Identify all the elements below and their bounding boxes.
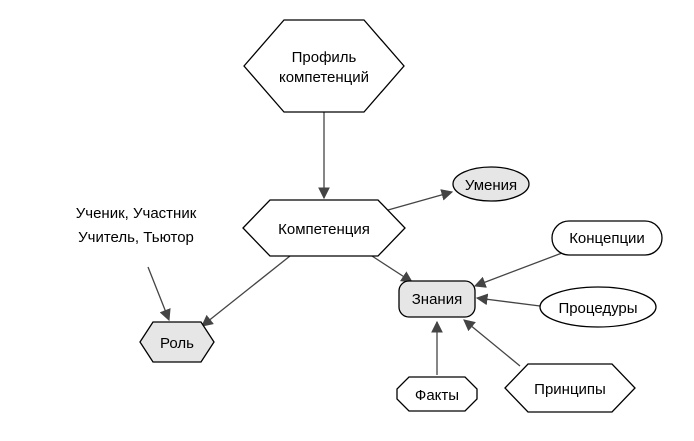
edge-annotation-role xyxy=(147,266,171,322)
node-concepts: Концепции xyxy=(551,220,663,256)
profile-hexagon xyxy=(243,19,405,113)
edge-competence-skills xyxy=(387,189,454,211)
node-principles: Принципы xyxy=(504,363,636,413)
facts-octagon xyxy=(396,376,478,412)
edge-principles-knowledge xyxy=(463,319,521,367)
role-examples-annotation: Ученик, Участник Учитель, Тьютор xyxy=(40,202,232,250)
skills-ellipse xyxy=(452,166,530,202)
node-knowledge: Знания xyxy=(398,280,476,318)
knowledge-label: Знания xyxy=(412,291,462,308)
role-label: Роль xyxy=(160,335,194,352)
role-examples-line2: Учитель, Тьютор xyxy=(78,229,194,246)
knowledge-box xyxy=(398,280,476,318)
procedures-label: Процедуры xyxy=(558,300,637,317)
node-procedures: Процедуры xyxy=(539,286,657,328)
concepts-label: Концепции xyxy=(569,230,645,247)
node-role: Роль xyxy=(139,321,215,363)
edge-competence-knowledge xyxy=(371,255,413,283)
profile-label-line1: Профиль xyxy=(292,49,357,66)
node-facts: Факты xyxy=(396,376,478,412)
edges xyxy=(147,112,563,375)
competence-hexagon xyxy=(242,199,406,257)
facts-label: Факты xyxy=(415,387,459,404)
edge-competence-role xyxy=(201,255,291,327)
principles-label: Принципы xyxy=(534,381,606,398)
profile-label-line2: компетенций xyxy=(279,69,369,86)
node-skills: Умения xyxy=(452,166,530,202)
role-examples-line1: Ученик, Участник xyxy=(75,205,197,222)
procedures-ellipse xyxy=(539,286,657,328)
skills-label: Умения xyxy=(465,177,517,194)
role-hexagon xyxy=(139,321,215,363)
concepts-box xyxy=(551,220,663,256)
competence-label: Компетенция xyxy=(278,221,370,238)
principles-hexagon xyxy=(504,363,636,413)
node-competence: Компетенция xyxy=(242,199,406,257)
edge-concepts-knowledge xyxy=(473,252,563,288)
node-profile: Профиль компетенций xyxy=(243,19,405,113)
edge-procedures-knowledge xyxy=(475,293,541,307)
